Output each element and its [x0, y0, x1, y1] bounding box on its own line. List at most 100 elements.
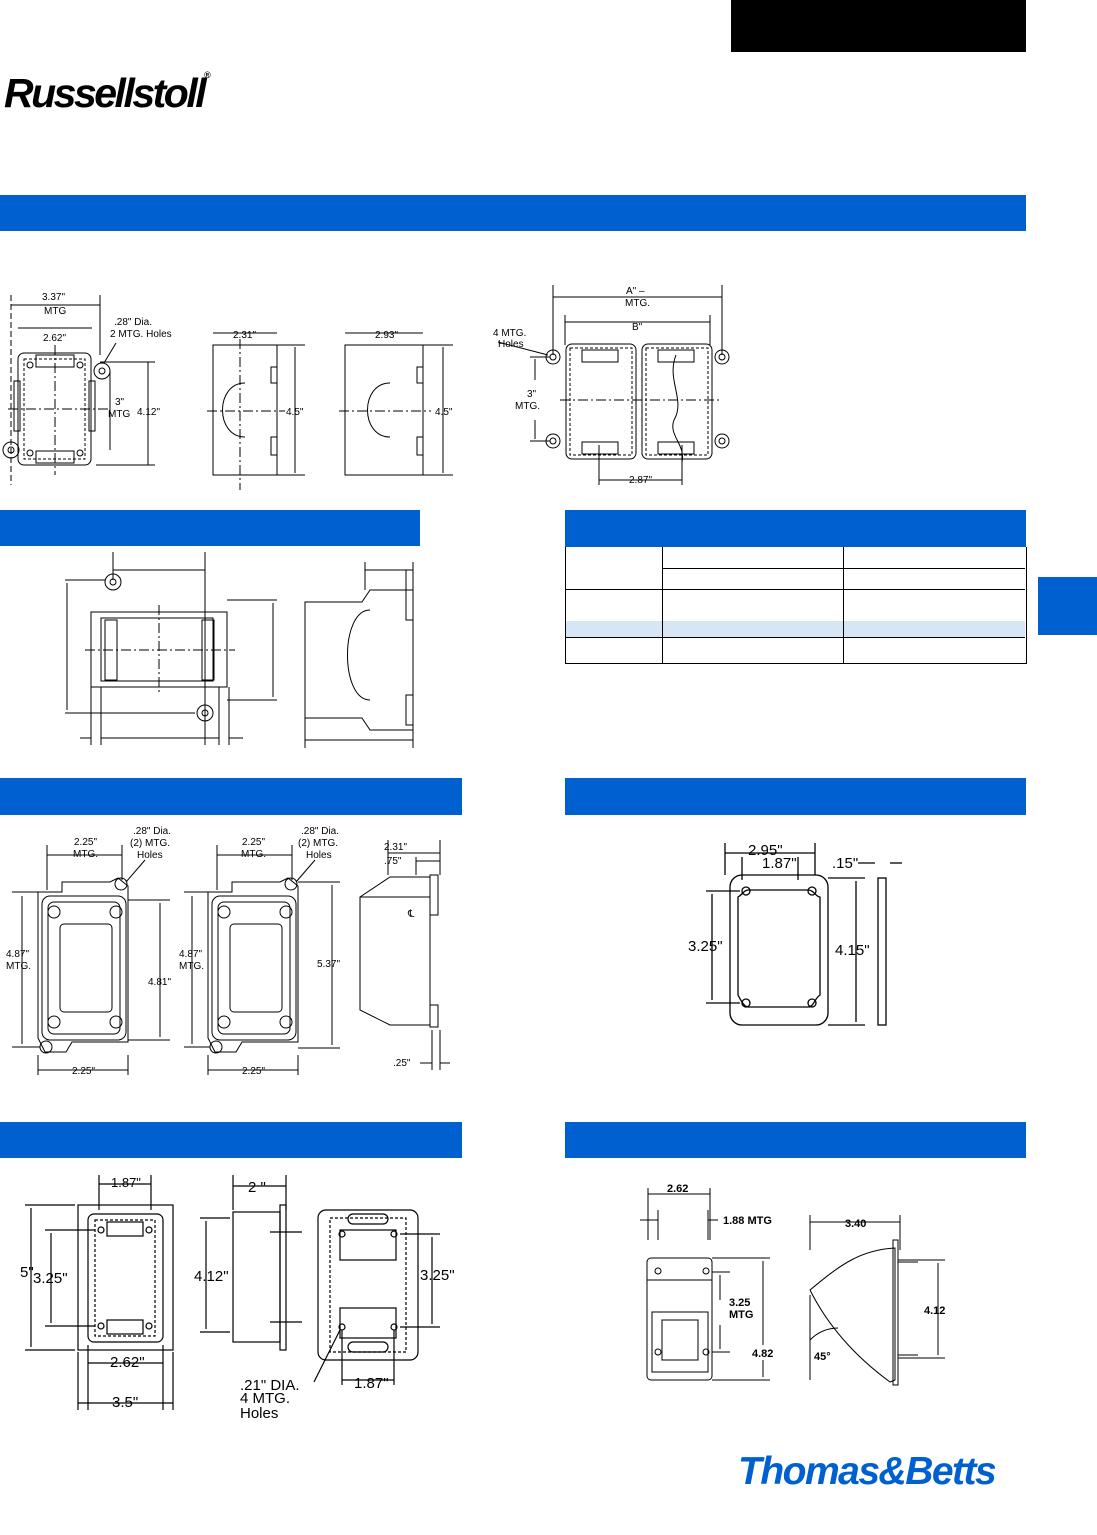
svg-text:2 MTG. Holes: 2 MTG. Holes [110, 329, 172, 340]
table-divider [662, 568, 1025, 569]
svg-text:4.81": 4.81" [148, 977, 171, 988]
svg-text:2.62": 2.62" [43, 333, 66, 344]
svg-text:4.87": 4.87" [179, 949, 202, 960]
section-header-main [0, 195, 1026, 231]
drawing-side-view-b: 2.93" 4.5" [339, 330, 453, 476]
drawing-adapter-front: 1.87" 5" 3.25" 2.62" 3.5" [20, 1175, 174, 1411]
svg-text:3": 3" [527, 389, 537, 400]
drawing-two-gang-box: A" – MTG. B" 4 MTG. Holes 3" MTG. 2.87" [493, 285, 730, 486]
svg-text:2.25": 2.25" [74, 837, 97, 848]
svg-text:5.37": 5.37" [317, 959, 340, 970]
svg-text:4 MTG.: 4 MTG. [240, 1390, 290, 1407]
svg-text:Holes: Holes [240, 1405, 278, 1422]
svg-text:(2) MTG.: (2) MTG. [298, 838, 338, 849]
drawing-cast-box-b: 2.25" MTG. .28" Dia. (2) MTG. Holes 4.87… [179, 826, 340, 1077]
section-header-2 [0, 510, 420, 546]
svg-text:1.87": 1.87" [111, 1175, 141, 1190]
svg-text:2.25": 2.25" [242, 837, 265, 848]
svg-text:1.87": 1.87" [762, 855, 797, 872]
drawing-blank-cover: 2.95" 1.87" .15" 3.25" 4.15" [688, 842, 902, 1026]
svg-text:.15": .15" [832, 855, 858, 872]
svg-text:MTG.: MTG. [6, 961, 31, 972]
svg-text:4.15": 4.15" [835, 942, 870, 959]
svg-text:2.31": 2.31" [233, 330, 256, 341]
drawing-side-view-a: 2.31" 4.5" [207, 330, 305, 490]
svg-text:2.93": 2.93" [375, 330, 398, 341]
svg-text:4.5": 4.5" [286, 407, 304, 418]
svg-text:MTG.: MTG. [179, 961, 204, 972]
section-header-4 [565, 778, 1026, 815]
russellstoll-logo: Russellstoll® [4, 70, 211, 116]
svg-text:.21" DIA.: .21" DIA. [240, 1377, 300, 1394]
svg-text:MTG.: MTG. [625, 298, 650, 309]
svg-text:Holes: Holes [498, 339, 524, 350]
svg-text:MTG.: MTG. [73, 849, 98, 860]
svg-text:(2) MTG.: (2) MTG. [130, 838, 170, 849]
svg-text:2 ": 2 " [248, 1179, 266, 1196]
svg-text:4.12": 4.12" [194, 1268, 229, 1285]
drawing-adapter-back: .21" DIA. 4 MTG. Holes 3.25" 1.87" [240, 1209, 455, 1422]
svg-text:2.62: 2.62 [667, 1183, 688, 1195]
table-divider [662, 547, 663, 663]
spec-table [565, 547, 1027, 664]
table-divider [566, 637, 1025, 638]
svg-text:℄: ℄ [407, 909, 415, 920]
svg-text:MTG: MTG [44, 306, 66, 317]
svg-text:5": 5" [20, 1264, 34, 1281]
thomas-betts-logo: Thomas&Betts [738, 1450, 997, 1493]
drawing-angle-adapter-front: 2.62 1.88 MTG 3.25 MTG 4.82 [640, 1183, 773, 1381]
svg-text:MTG: MTG [729, 1309, 753, 1321]
section-header-6 [565, 1122, 1026, 1158]
table-highlight-row [566, 621, 1025, 637]
svg-text:4.12: 4.12 [924, 1305, 945, 1317]
svg-text:2.31": 2.31" [384, 842, 407, 853]
svg-text:3.25": 3.25" [420, 1267, 455, 1284]
svg-text:4.87": 4.87" [6, 949, 29, 960]
svg-text:.75": .75" [384, 856, 402, 867]
svg-text:.28" Dia.: .28" Dia. [133, 826, 171, 837]
svg-text:.25": .25" [393, 1058, 411, 1069]
svg-text:3.25: 3.25 [729, 1297, 750, 1309]
svg-text:2.25": 2.25" [72, 1066, 95, 1077]
svg-text:.28" Dia.: .28" Dia. [114, 317, 152, 328]
svg-text:Holes: Holes [306, 850, 332, 861]
table-header [565, 510, 1026, 547]
drawing-angle-adapter-side: 3.40 4.12 45° [809, 1215, 945, 1386]
table-divider [566, 589, 1025, 590]
svg-text:2.95": 2.95" [748, 842, 783, 859]
svg-text:4.82: 4.82 [752, 1348, 773, 1360]
section-header-3 [0, 778, 462, 815]
svg-text:Holes: Holes [137, 850, 163, 861]
drawing-cast-box-a: 2.25" MTG. .28" Dia. (2) MTG. Holes 4.87… [6, 826, 171, 1077]
svg-text:3.25": 3.25" [688, 938, 723, 955]
section-header-5 [0, 1122, 462, 1158]
svg-text:MTG: MTG [108, 409, 130, 420]
svg-text:3.40: 3.40 [845, 1218, 866, 1230]
svg-text:MTG.: MTG. [515, 401, 540, 412]
section-tab-block [731, 0, 1026, 52]
svg-text:A" –: A" – [626, 286, 645, 297]
svg-text:4 MTG.: 4 MTG. [493, 328, 526, 339]
svg-text:2.62": 2.62" [110, 1354, 145, 1371]
svg-text:4.12": 4.12" [137, 407, 160, 418]
svg-text:3": 3" [115, 397, 125, 408]
svg-text:2.87": 2.87" [629, 475, 652, 486]
svg-text:MTG.: MTG. [241, 849, 266, 860]
svg-text:1.88 MTG: 1.88 MTG [723, 1215, 772, 1227]
drawing-box-cover-front [65, 552, 277, 745]
table-divider [843, 547, 844, 663]
drawing-box-cover-side [304, 562, 414, 748]
drawing-single-gang-box: 3.37" MTG 2.62" .28" Dia. 2 MTG. Holes 3… [2, 292, 172, 485]
svg-text:3.5": 3.5" [112, 1394, 138, 1411]
svg-text:4.5": 4.5" [435, 407, 453, 418]
svg-text:45°: 45° [814, 1351, 831, 1363]
drawing-adapter-side: 2 " 4.12" [194, 1175, 302, 1351]
svg-text:.28" Dia.: .28" Dia. [301, 826, 339, 837]
side-index-tab [1038, 577, 1097, 635]
svg-text:2.25": 2.25" [242, 1066, 265, 1077]
drawing-cast-box-side: 2.31" .75" ℄ .25" [359, 840, 450, 1070]
svg-text:3.37": 3.37" [42, 292, 65, 303]
svg-text:1.87": 1.87" [354, 1375, 389, 1392]
svg-text:B": B" [632, 322, 643, 333]
svg-text:3.25": 3.25" [33, 1270, 68, 1287]
